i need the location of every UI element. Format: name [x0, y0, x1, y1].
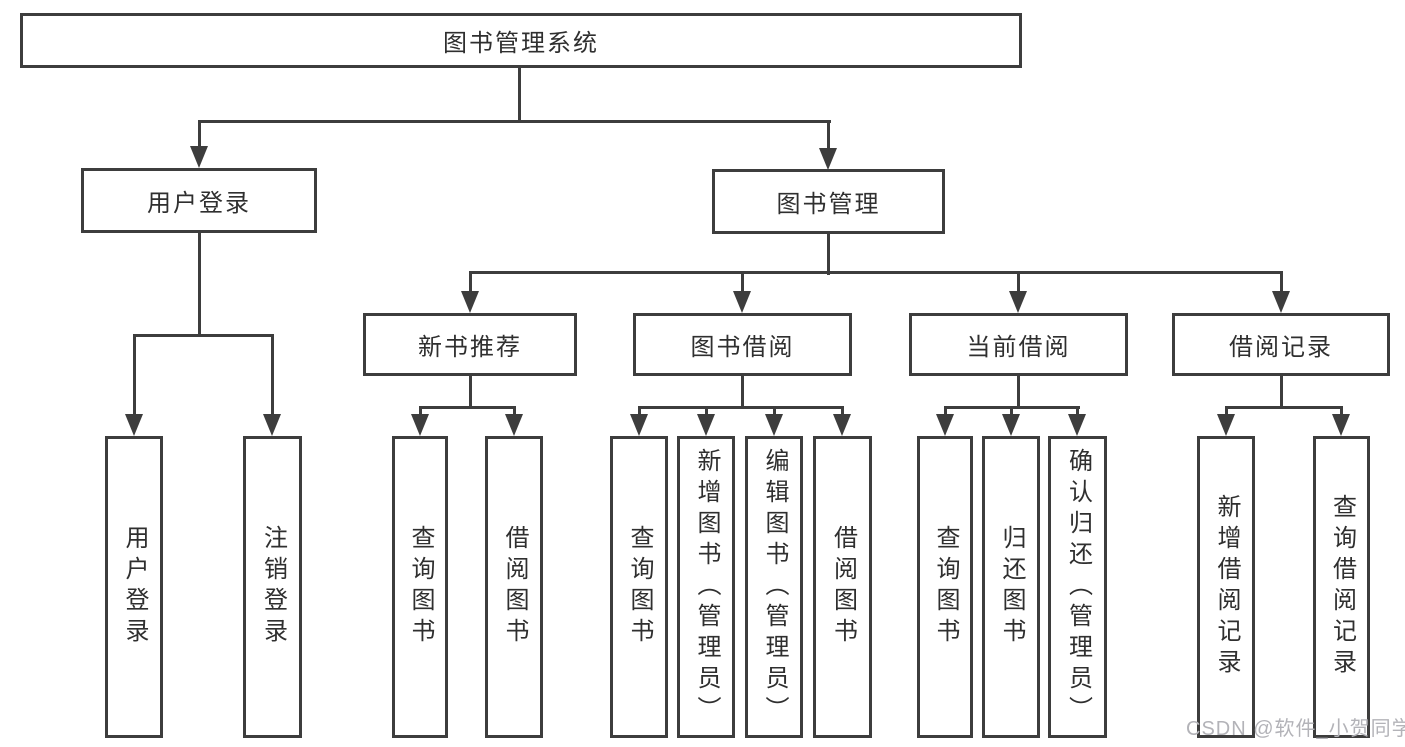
leaf-label: 用户登录 — [121, 525, 148, 649]
leaf-label: 查询图书 — [626, 525, 653, 649]
connector-line — [773, 406, 776, 416]
connector-line — [705, 406, 708, 416]
leaf-add-borrow-record: 新增借阅记录 — [1197, 436, 1255, 738]
node-root-system: 图书管理系统 — [20, 13, 1022, 68]
leaf-query-borrow-record: 查询借阅记录 — [1313, 436, 1370, 738]
leaf-borrow-books: 借阅图书 — [813, 436, 872, 738]
node-label: 图书借阅 — [690, 334, 795, 361]
connector-line — [513, 406, 516, 416]
connector-line — [419, 406, 516, 409]
arrowhead-down — [936, 414, 954, 436]
arrowhead-down — [1332, 414, 1350, 436]
leaf-borrow-books-recommend: 借阅图书 — [485, 436, 543, 738]
leaf-label: 确认归还（管理员） — [1064, 447, 1092, 727]
connector-line — [827, 121, 830, 150]
arrowhead-down — [411, 414, 429, 436]
leaf-label: 查询图书 — [407, 525, 434, 649]
connector-line — [198, 121, 201, 148]
connector-line — [1017, 376, 1020, 409]
connector-line — [741, 376, 744, 409]
node-label: 当前借阅 — [966, 334, 1071, 361]
connector-line — [1017, 273, 1020, 293]
arrowhead-down — [125, 414, 143, 436]
connector-line — [271, 336, 274, 416]
arrowhead-down — [1217, 414, 1235, 436]
arrowhead-down — [461, 291, 479, 313]
csdn-watermark: CSDN @软件_小贺同学 — [1186, 718, 1405, 740]
connector-line — [198, 233, 201, 336]
leaf-label: 查询借阅记录 — [1328, 494, 1356, 680]
connector-line — [944, 406, 947, 416]
leaf-user-login: 用户登录 — [105, 436, 163, 738]
arrowhead-down — [190, 146, 208, 168]
connector-line — [419, 406, 422, 416]
arrowhead-down — [733, 291, 751, 313]
node-label: 新书推荐 — [418, 334, 522, 361]
connector-line — [841, 406, 844, 416]
connector-line — [1280, 273, 1283, 293]
leaf-label: 注销登录 — [259, 525, 287, 649]
node-label: 图书管理系统 — [443, 30, 599, 57]
connector-line — [469, 271, 1283, 274]
arrowhead-down — [1002, 414, 1020, 436]
arrowhead-down — [630, 414, 648, 436]
arrowhead-down — [263, 414, 281, 436]
leaf-add-books-admin: 新增图书（管理员） — [677, 436, 735, 738]
connector-line — [1225, 406, 1228, 416]
leaf-label: 新增图书（管理员） — [693, 447, 720, 727]
node-label: 借阅记录 — [1229, 334, 1333, 361]
leaf-query-books-borrowing: 查询图书 — [610, 436, 668, 738]
connector-line — [638, 406, 844, 409]
leaf-label: 编辑图书（管理员） — [761, 447, 788, 727]
leaf-return-books: 归还图书 — [982, 436, 1040, 738]
node-current-borrowing: 当前借阅 — [909, 313, 1128, 376]
leaf-label: 查询图书 — [932, 525, 959, 649]
node-user-login: 用户登录 — [81, 168, 317, 233]
connector-line — [741, 273, 744, 293]
leaf-edit-books-admin: 编辑图书（管理员） — [745, 436, 803, 738]
arrowhead-down — [1272, 291, 1290, 313]
node-book-management: 图书管理 — [712, 169, 945, 234]
arrowhead-down — [819, 148, 837, 170]
connector-line — [133, 334, 274, 337]
connector-line — [133, 336, 136, 416]
connector-line — [1076, 406, 1079, 416]
node-book-borrowing: 图书借阅 — [633, 313, 852, 376]
connector-line — [1340, 406, 1343, 416]
node-label: 图书管理 — [776, 191, 881, 218]
arrowhead-down — [765, 414, 783, 436]
node-borrowing-records: 借阅记录 — [1172, 313, 1390, 376]
node-new-book-recommendation: 新书推荐 — [363, 313, 577, 376]
connector-line — [198, 120, 831, 123]
connector-line — [1280, 375, 1283, 409]
arrowhead-down — [1068, 414, 1086, 436]
arrowhead-down — [697, 414, 715, 436]
connector-line — [518, 68, 521, 122]
arrowhead-down — [833, 414, 851, 436]
arrowhead-down — [1009, 291, 1027, 313]
leaf-label: 借阅图书 — [829, 525, 857, 649]
leaf-query-books-recommend: 查询图书 — [392, 436, 448, 738]
leaf-label: 新增借阅记录 — [1213, 494, 1240, 680]
leaf-logout: 注销登录 — [243, 436, 302, 738]
connector-line — [469, 273, 472, 293]
leaf-query-books-current: 查询图书 — [917, 436, 973, 738]
leaf-label: 归还图书 — [998, 525, 1025, 649]
connector-line — [469, 376, 472, 409]
node-label: 用户登录 — [147, 190, 251, 217]
leaf-confirm-return-admin: 确认归还（管理员） — [1048, 436, 1107, 738]
leaf-label: 借阅图书 — [501, 525, 528, 649]
arrowhead-down — [505, 414, 523, 436]
connector-line — [1010, 406, 1013, 416]
connector-line — [638, 406, 641, 416]
connector-line — [827, 234, 830, 275]
connector-line — [1225, 406, 1343, 409]
